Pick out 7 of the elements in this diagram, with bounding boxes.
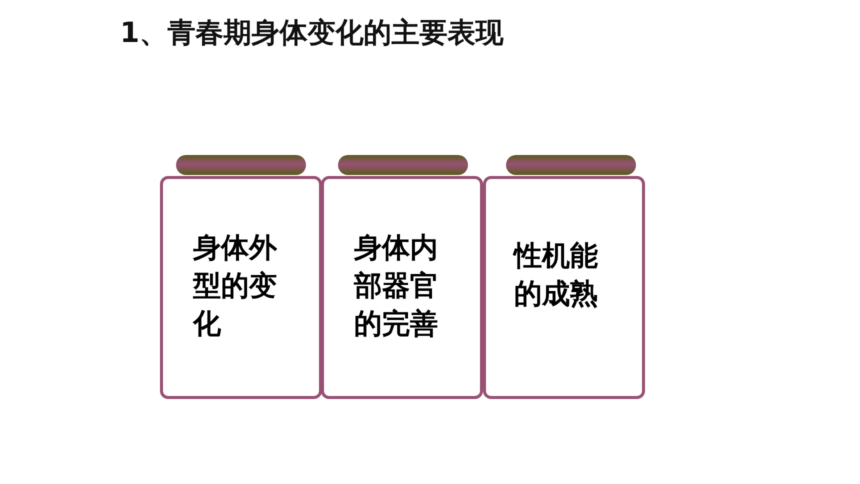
title: 1、青春期身体变化的主要表现	[120, 15, 504, 51]
card-text: 身体内部器官的完善	[354, 230, 439, 342]
content-card	[321, 176, 483, 399]
content-card	[483, 176, 645, 399]
card-text: 性机能的成熟	[514, 238, 599, 312]
card-text: 身体外型的变化	[193, 230, 278, 342]
content-card	[160, 176, 322, 399]
